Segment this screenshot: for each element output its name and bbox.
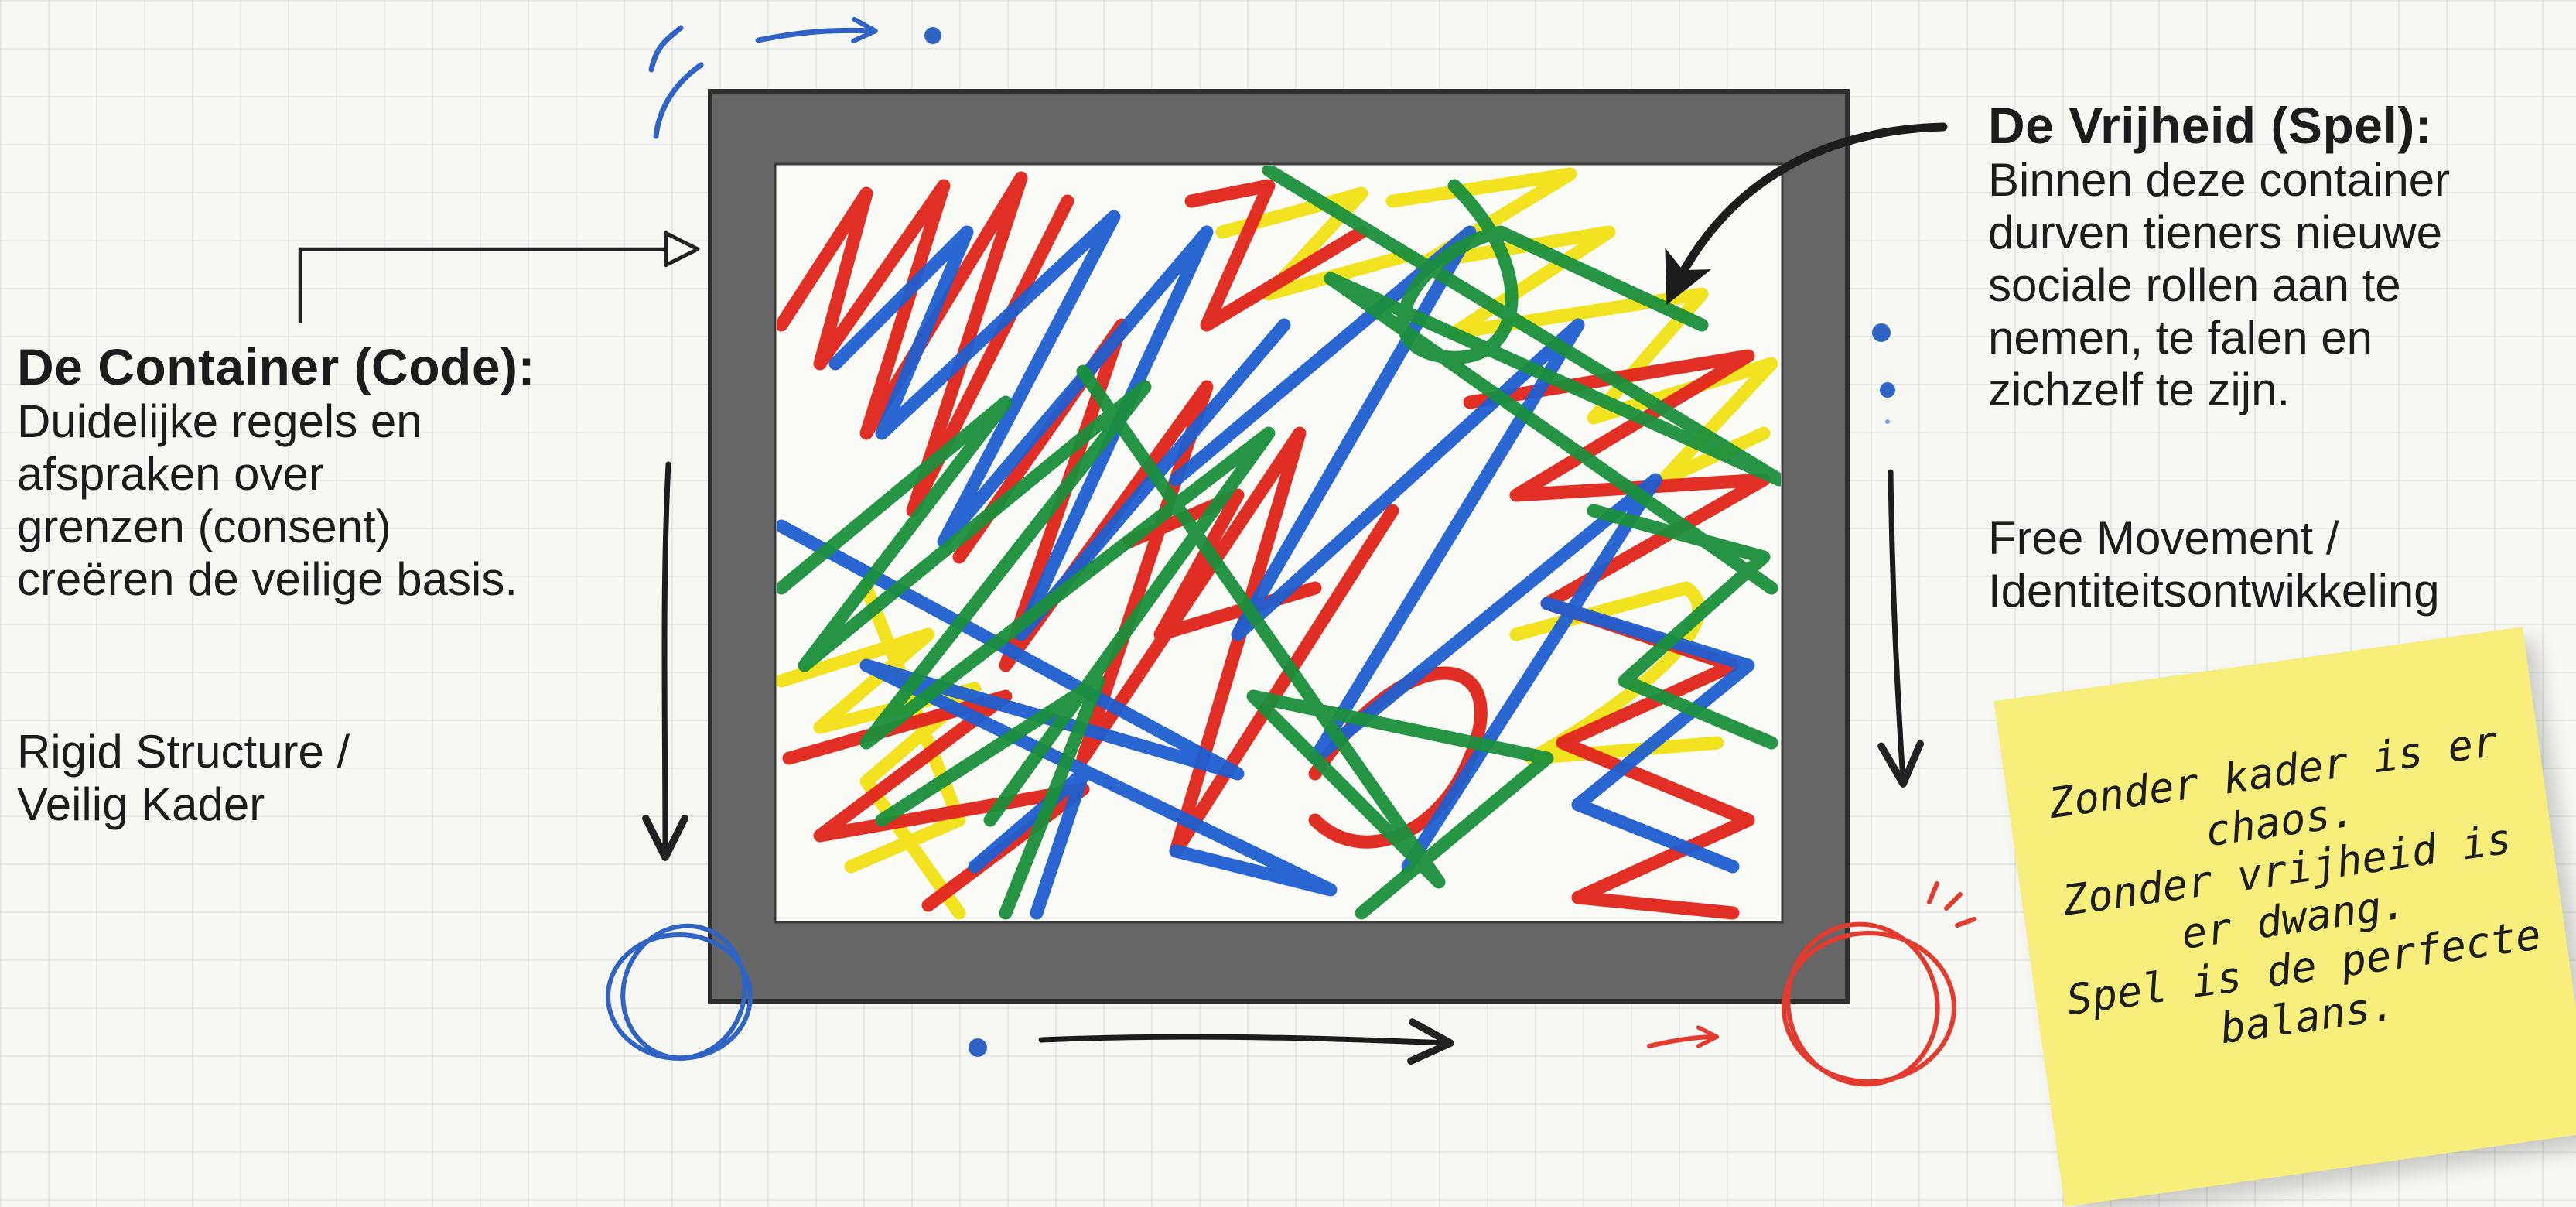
container-explanation: De Container (Code): Duidelijke regels e…: [17, 340, 628, 605]
blue-dot: [1885, 419, 1890, 424]
text-line: Identiteitsontwikkeling: [1988, 565, 2576, 617]
freedom-explanation: De Vrijheid (Spel): Binnen deze containe…: [1988, 99, 2576, 416]
blue-motion-arc-1: [651, 28, 681, 70]
container-keywords: Rigid Structure / Veilig Kader: [17, 726, 605, 831]
sticky-note-text: Zonder kader is er chaos. Zonder vrijhei…: [2036, 716, 2544, 1074]
container-heading: De Container (Code):: [17, 340, 628, 394]
text-line: Veilig Kader: [17, 778, 605, 831]
blue-motion-arc-2: [656, 65, 701, 136]
text-line: grenzen (consent): [17, 501, 628, 553]
text-line: afspraken over: [17, 448, 628, 501]
sticky-note: Zonder kader is er chaos. Zonder vrijhei…: [1993, 627, 2576, 1207]
right-down-arrow: [1891, 472, 1903, 781]
left-elbow-arrow: [300, 249, 698, 323]
text-line: durven tieners nieuwe: [1988, 207, 2576, 259]
left-down-arrow: [664, 464, 668, 855]
blue-dot: [969, 1038, 987, 1057]
red-small-arrow: [1649, 1037, 1716, 1046]
freedom-heading: De Vrijheid (Spel):: [1988, 99, 2576, 152]
freedom-keywords: Free Movement / Identiteitsontwikkeling: [1988, 512, 2576, 617]
blue-dot: [1880, 382, 1895, 398]
freedom-description: Binnen deze container durven tieners nie…: [1988, 154, 2576, 416]
text-line: Rigid Structure /: [17, 726, 605, 778]
container-description: Duidelijke regels en afspraken over gren…: [17, 395, 628, 605]
text-line: Free Movement /: [1988, 512, 2576, 565]
text-line: sociale rollen aan te: [1988, 259, 2576, 312]
text-line: Duidelijke regels en: [17, 395, 628, 448]
text-line: Binnen deze container: [1988, 154, 2576, 207]
blue-top-arrow: [758, 30, 874, 40]
text-line: zichzelf te zijn.: [1988, 364, 2576, 416]
red-spark-lines: [1929, 884, 1974, 925]
text-line: creëren de veilige basis.: [17, 553, 628, 606]
blue-dot: [924, 27, 941, 44]
bottom-right-arrow: [1041, 1037, 1448, 1043]
blue-dot: [1872, 323, 1891, 342]
text-line: nemen, te falen en: [1988, 312, 2576, 364]
